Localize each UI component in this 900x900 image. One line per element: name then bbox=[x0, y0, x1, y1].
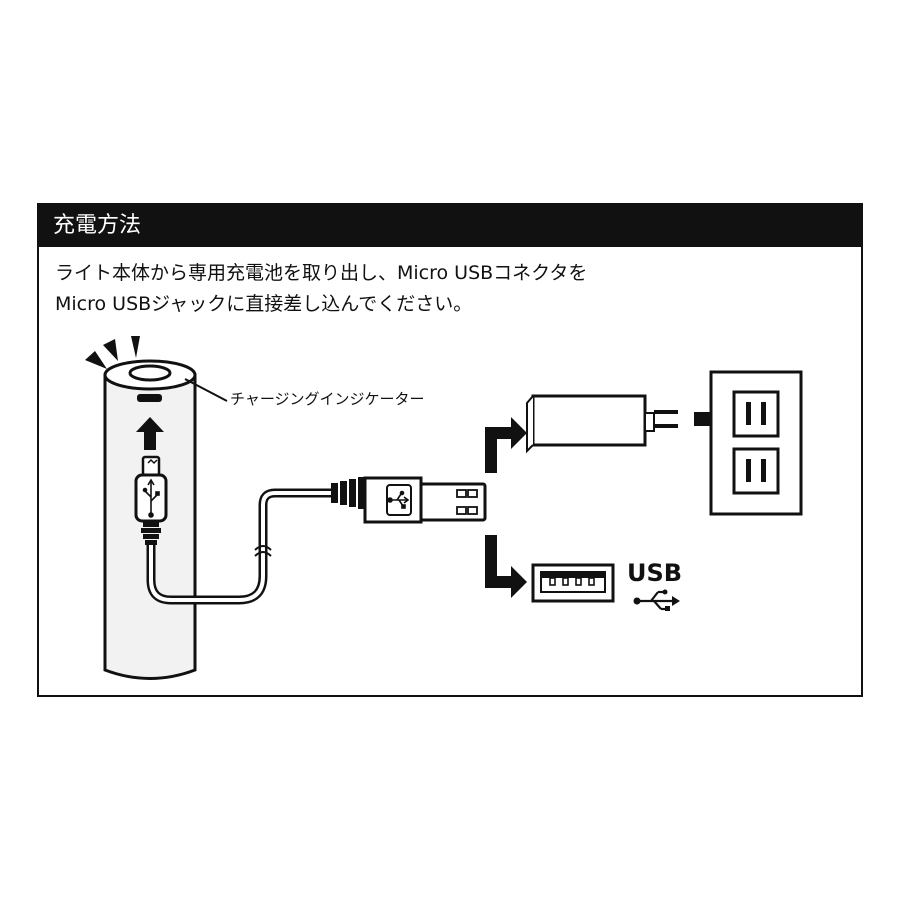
charging-indicator-label: チャージングインジケーター bbox=[230, 390, 425, 408]
usb-trident-icon bbox=[633, 589, 680, 611]
usb-a-plug bbox=[331, 476, 487, 524]
wall-outlet bbox=[709, 370, 803, 516]
usb-mark-label: USB bbox=[627, 559, 683, 587]
instruction-line-1: ライト本体から専用充電池を取り出し、Micro USBコネクタを bbox=[55, 262, 588, 284]
charging-instructions-panel: 充電方法 ライト本体から専用充電池を取り出し、Micro USBコネクタを Mi… bbox=[37, 203, 863, 697]
micro-usb-symbol-icon bbox=[142, 478, 160, 518]
insert-arrow-icon bbox=[136, 417, 164, 450]
charge-indicator-rays bbox=[85, 336, 140, 369]
panel-title: 充電方法 bbox=[53, 213, 142, 238]
callout-leader-line bbox=[184, 378, 228, 402]
usb-a-port bbox=[531, 563, 615, 603]
usb-cable bbox=[146, 488, 332, 605]
panel-header: 充電方法 bbox=[39, 205, 861, 247]
branch-arrow-up-icon bbox=[485, 417, 527, 473]
ac-adapter bbox=[526, 394, 678, 454]
charging-diagram bbox=[85, 336, 803, 680]
instruction-line-2: Micro USBジャックに直接差し込んでください。 bbox=[55, 293, 473, 315]
micro-usb-jack bbox=[137, 394, 162, 402]
branch-arrow-down-icon bbox=[485, 535, 527, 598]
usb-plug-symbol-icon bbox=[387, 490, 410, 509]
micro-usb-plug bbox=[134, 455, 168, 545]
